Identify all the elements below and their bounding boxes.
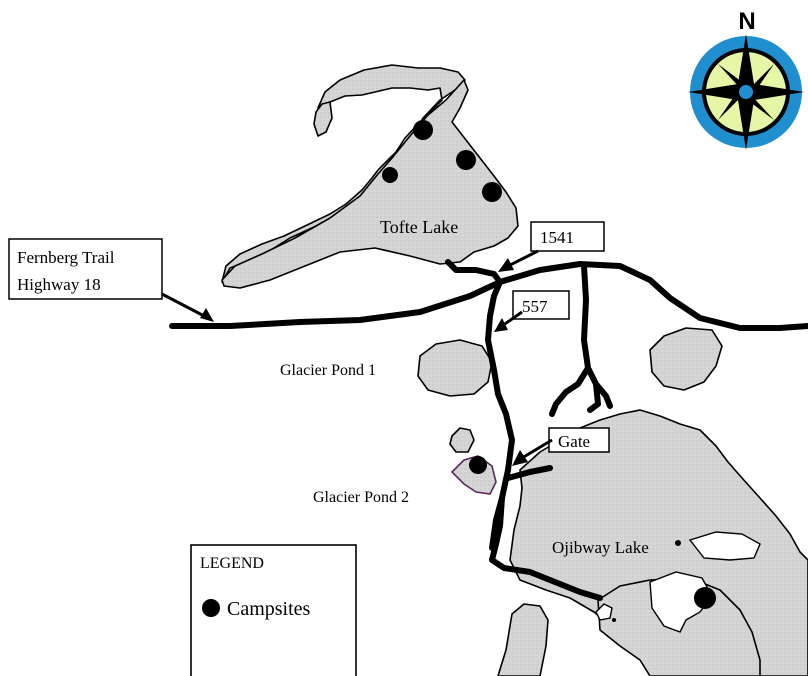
point-marker [612,618,616,622]
gate-arrowhead [512,450,528,466]
east-pond [649,327,723,391]
glacier-pond-2-label: Glacier Pond 2 [313,489,409,506]
campsite [482,182,502,202]
gate-callout-box [548,427,610,453]
tofte-lake-main [221,79,519,289]
ojibway-island [649,571,713,633]
ojibway-lake-label: Ojibway Lake [552,538,649,557]
ojibway-island-2 [688,531,761,561]
highway-18-label-line1: Fernberg Trail [17,248,115,267]
campsite [382,167,398,183]
compass-rose: N [688,8,804,150]
ojibway-island-3 [595,603,613,621]
highway-18-label-line2: Highway 18 [17,275,101,294]
highway-18-callout-box [8,238,163,300]
road-1541-label: 1541 [540,228,574,247]
small-pond [449,427,475,453]
road-1541-arrowhead [498,258,514,272]
road-1541 [445,259,503,285]
point-marker [675,540,681,546]
road-gate-spur [505,465,553,481]
campsite [694,587,716,609]
ojibway-lake-sw [497,603,549,676]
glacier-pond-1 [417,339,493,397]
road-1541-callout-box [530,221,605,252]
road-557 [485,279,603,601]
north-label: N [738,8,755,35]
compass-center-dot [739,85,753,99]
road-557-callout-box [512,290,570,320]
road-1541-arrow [507,249,539,268]
gate-label: Gate [558,432,590,451]
gate-arrow [521,438,553,460]
legend-campsite-symbol [202,599,220,617]
legend-title: LEGEND [200,555,264,572]
tofte-lake-inlet [313,101,333,137]
road-557-label: 557 [522,297,548,316]
glacier-pond-1-label: Glacier Pond 1 [280,362,376,379]
road-east-branch [549,263,613,417]
highway-18-arrowhead [200,308,214,322]
campsite [456,150,476,170]
road-557-arrow [501,310,523,328]
road-ojibway-west [489,495,505,551]
highway-18-road [169,261,808,331]
road-557-arrowhead [494,318,508,332]
legend-campsite-label: Campsites [227,598,311,620]
tofte-lake-label: Tofte Lake [380,217,458,237]
highway-18-arrow [161,292,209,320]
campsite [413,120,433,140]
campsite [469,456,487,474]
